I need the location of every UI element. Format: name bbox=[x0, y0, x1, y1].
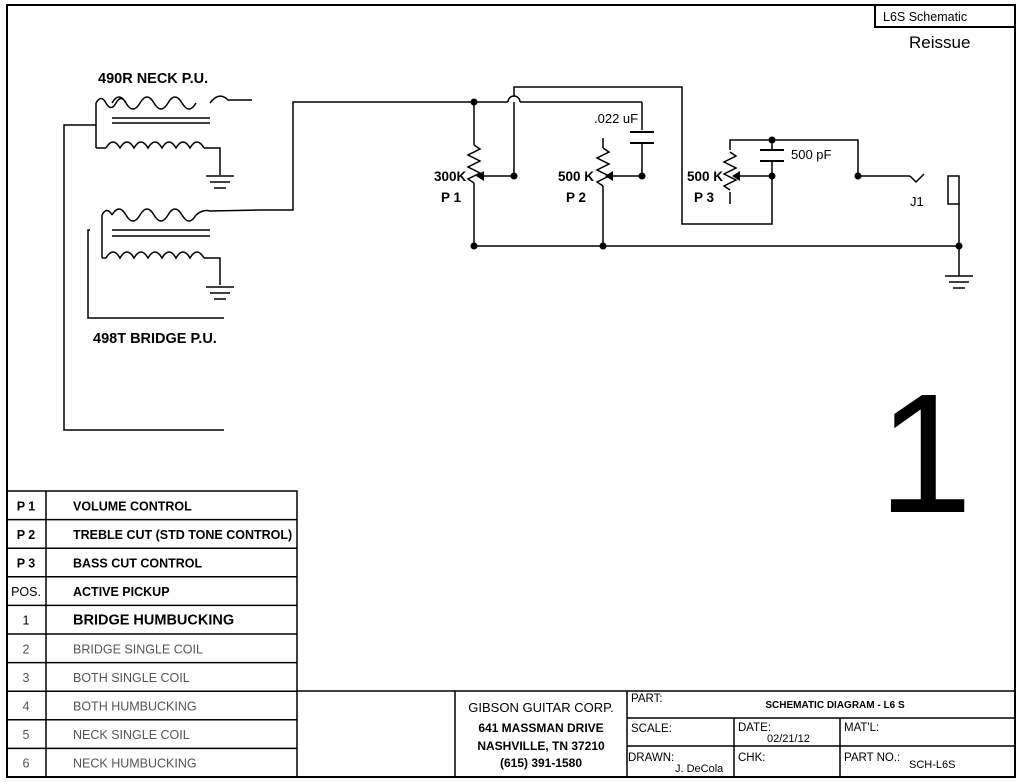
date-label: DATE: bbox=[738, 722, 771, 734]
legend-desc: BOTH SINGLE COIL bbox=[73, 671, 190, 685]
partno-label: PART NO.: bbox=[844, 752, 900, 764]
title-block: GIBSON GUITAR CORP. 641 MASSMAN DRIVE NA… bbox=[297, 690, 1015, 777]
p3-name: P 3 bbox=[694, 190, 715, 205]
revision-label: Reissue bbox=[909, 33, 970, 52]
company-phone: (615) 391-1580 bbox=[500, 756, 582, 770]
part-label: PART: bbox=[631, 693, 663, 705]
p2-value: 500 K bbox=[558, 169, 594, 184]
chk-label: CHK: bbox=[738, 752, 765, 764]
schematic-title: L6S Schematic bbox=[883, 10, 967, 24]
legend-table: P 1 VOLUME CONTROL P 2 TREBLE CUT (STD TONE… bbox=[6, 490, 298, 778]
cap2-value: 500 pF bbox=[791, 147, 832, 162]
legend-id: POS. bbox=[11, 585, 41, 599]
company-name: GIBSON GUITAR CORP. bbox=[468, 700, 613, 715]
p1-name: P 1 bbox=[441, 190, 462, 205]
legend-id: 3 bbox=[23, 671, 30, 685]
legend-id: 6 bbox=[23, 757, 30, 771]
control-circuit bbox=[466, 86, 973, 289]
legend-desc: VOLUME CONTROL bbox=[73, 499, 192, 513]
drawn-label: DRAWN: bbox=[628, 752, 674, 764]
date-value: 02/21/12 bbox=[767, 733, 810, 745]
legend-desc: TREBLE CUT (STD TONE CONTROL) bbox=[73, 528, 292, 542]
sheet-border bbox=[6, 4, 1016, 778]
matl-label: MAT'L: bbox=[844, 722, 879, 734]
cap1-value: .022 uF bbox=[594, 111, 638, 126]
part-value: SCHEMATIC DIAGRAM - L6 S bbox=[765, 700, 905, 711]
legend-desc: ACTIVE PICKUP bbox=[73, 585, 170, 599]
legend-desc: BOTH HUMBUCKING bbox=[73, 700, 197, 714]
sheet-number: 1 bbox=[878, 359, 973, 549]
legend-id: 2 bbox=[23, 642, 30, 656]
bridge-pickup bbox=[101, 208, 261, 300]
partno-value: SCH-L6S bbox=[909, 759, 955, 771]
company-address: 641 MASSMAN DRIVE bbox=[478, 721, 603, 735]
legend-desc: BRIDGE HUMBUCKING bbox=[73, 613, 234, 629]
legend-id: P 3 bbox=[17, 557, 36, 571]
neck-pickup-label: 490R NECK P.U. bbox=[98, 71, 208, 87]
legend-id: P 2 bbox=[17, 528, 36, 542]
legend-id: 4 bbox=[23, 700, 30, 714]
legend-id: 5 bbox=[23, 728, 30, 742]
legend-desc: BRIDGE SINGLE COIL bbox=[73, 642, 203, 656]
legend-desc: NECK SINGLE COIL bbox=[73, 728, 190, 742]
title-box: L6S Schematic Reissue bbox=[874, 4, 1016, 52]
jack-label: J1 bbox=[910, 194, 924, 209]
legend-desc: NECK HUMBUCKING bbox=[73, 757, 197, 771]
p3-value: 500 K bbox=[687, 169, 723, 184]
scale-label: SCALE: bbox=[631, 723, 672, 735]
p2-name: P 2 bbox=[566, 190, 586, 205]
legend-id: P 1 bbox=[17, 499, 36, 513]
neck-pickup bbox=[95, 95, 252, 189]
legend-desc: BASS CUT CONTROL bbox=[73, 557, 203, 571]
p1-value: 300K bbox=[434, 169, 467, 184]
pickup-wiring bbox=[63, 101, 474, 431]
legend-id: 1 bbox=[23, 614, 30, 628]
company-city: NASHVILLE, TN 37210 bbox=[477, 739, 605, 753]
bridge-pickup-label: 498T BRIDGE P.U. bbox=[93, 331, 217, 347]
drawn-value: J. DeCola bbox=[675, 763, 724, 775]
